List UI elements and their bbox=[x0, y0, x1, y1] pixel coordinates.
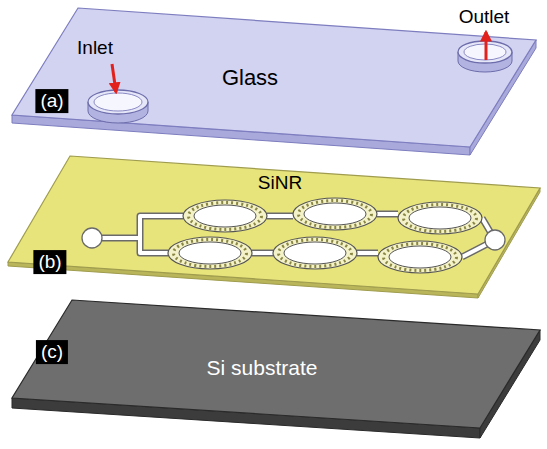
panel-tag: (a) bbox=[35, 89, 68, 113]
outlet-arrow bbox=[485, 32, 488, 60]
inlet-port bbox=[88, 90, 148, 123]
layer-name: Glass bbox=[222, 65, 278, 90]
layer-name: SiNR bbox=[258, 172, 302, 194]
panel-tag: (b) bbox=[33, 250, 66, 274]
port-label: Inlet bbox=[77, 37, 113, 59]
port-label: Outlet bbox=[459, 6, 510, 28]
panel-tag: (c) bbox=[36, 340, 68, 364]
glass-layer: Glass bbox=[12, 8, 536, 155]
layer-name: Si substrate bbox=[207, 356, 318, 380]
sinr-layer: SiNR bbox=[8, 156, 540, 298]
substrate-layer: Si substrate bbox=[12, 300, 540, 438]
